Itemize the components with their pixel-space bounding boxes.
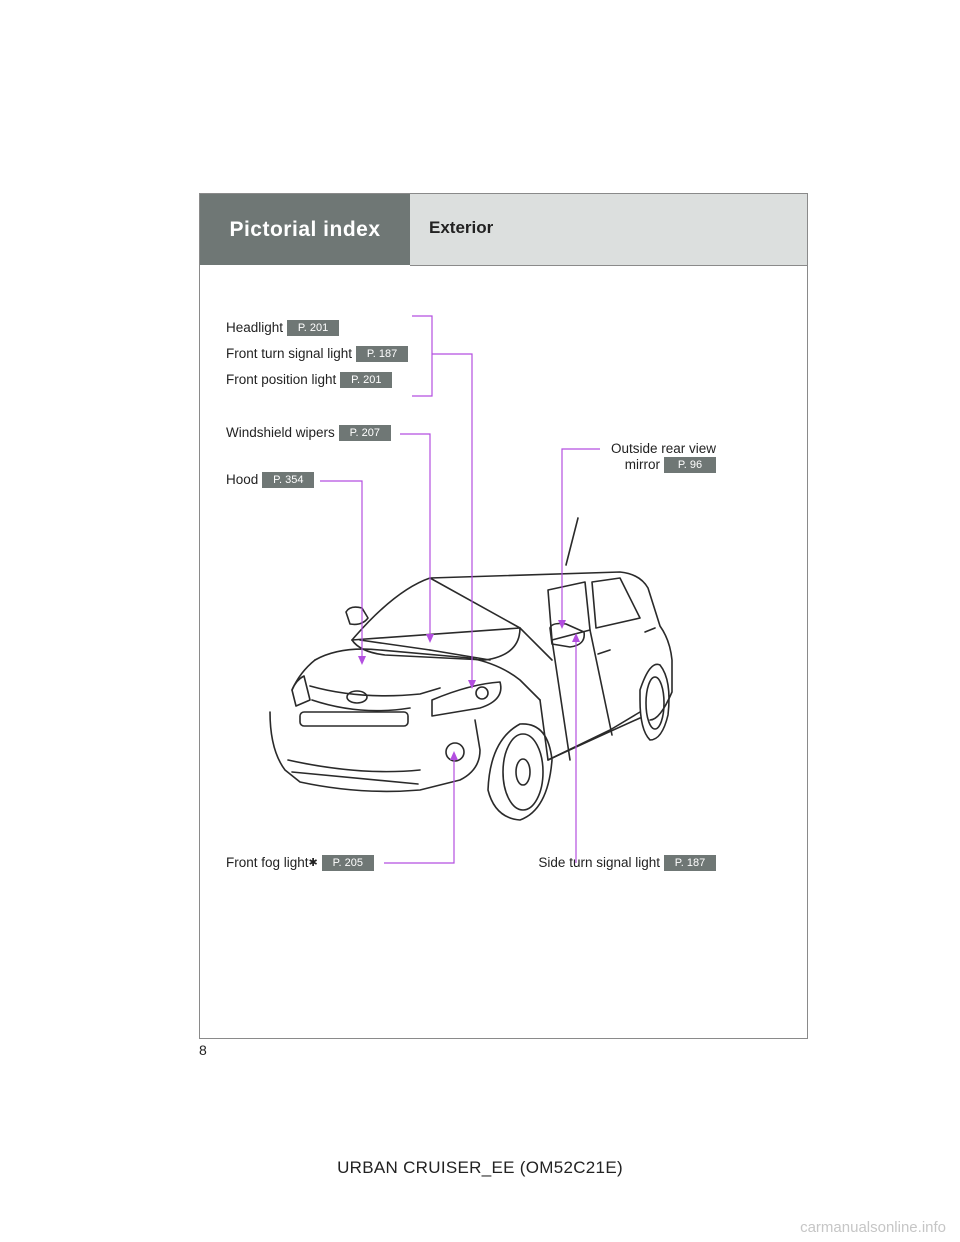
roof-outline [351, 571, 673, 721]
side-turn-signal-page-link[interactable]: P. 187 [664, 855, 716, 871]
fog-light-circle [445, 742, 465, 762]
hood-label: Hood [226, 472, 259, 487]
front-position-page-link[interactable]: P. 201 [340, 372, 393, 388]
outside-mirror-label-line1: Outside rear view [610, 441, 716, 456]
callout-side-turn-signal: Side turn signal light P. 187 [538, 855, 716, 871]
callout-windshield-wipers: Windshield wipers P. 207 [226, 425, 391, 441]
car-drawing [269, 517, 673, 821]
rear-wheel [639, 663, 670, 741]
emblem [346, 690, 368, 704]
hood-leader [320, 480, 363, 662]
leader-arrows [358, 620, 580, 760]
outside-mirror-page-link[interactable]: P. 96 [664, 457, 716, 473]
section-title: Pictorial index [229, 217, 381, 241]
front-turn-signal-page-link[interactable]: P. 187 [356, 346, 409, 362]
outside-mirror-label-line2: mirror [624, 457, 660, 472]
page-frame: Pictorial index Exterior [199, 193, 808, 1039]
wiper-right [429, 649, 491, 661]
watermark: carmanualsonline.info [800, 1219, 946, 1236]
header-bar: Exterior [410, 194, 807, 266]
headlight-leader [432, 353, 473, 686]
windshield-wipers-page-link[interactable]: P. 207 [338, 425, 391, 441]
callout-headlight: Headlight P. 201 [226, 320, 340, 336]
left-headlight [291, 675, 311, 707]
front-turn-signal-label: Front turn signal light [226, 346, 353, 361]
front-bumper [269, 711, 481, 793]
mirror-leader [561, 448, 600, 626]
front-fog-page-link[interactable]: P. 205 [321, 855, 374, 871]
page-number: 8 [199, 1042, 207, 1058]
wiper-left [359, 639, 431, 651]
callout-front-position: Front position light P. 201 [226, 372, 393, 388]
section-tab: Pictorial index [200, 194, 410, 265]
hood-outline [314, 648, 541, 701]
callout-front-fog: Front fog light✱ P. 205 [226, 855, 374, 871]
antenna [565, 517, 579, 566]
hood-page-link[interactable]: P. 354 [262, 472, 315, 488]
asterisk-icon: ✱ [308, 857, 318, 869]
front-fog-label: Front fog light✱ [226, 855, 318, 871]
page-title: Exterior [429, 218, 494, 237]
right-headlight [431, 681, 502, 717]
callout-outside-mirror: Outside rear view mirror P. 96 [611, 440, 716, 473]
front-fog-label-text: Front fog light [226, 855, 309, 870]
front-position-label: Front position light [226, 372, 337, 387]
outside-mirror-row: mirror P. 96 [611, 457, 716, 473]
front-wheel [487, 723, 553, 821]
fog-leader [384, 754, 455, 864]
headlight-page-link[interactable]: P. 201 [287, 320, 340, 336]
headlight-label: Headlight [226, 320, 284, 335]
leader-lines [320, 315, 600, 864]
callout-front-turn-signal: Front turn signal light P. 187 [226, 346, 409, 362]
rear-side-window [591, 577, 641, 629]
headlight-group-bracket [412, 315, 433, 397]
windshield-wipers-label: Windshield wipers [226, 425, 335, 440]
mirror-shape [549, 622, 586, 648]
wipers-leader [400, 433, 431, 640]
document-footer: URBAN CRUISER_EE (OM52C21E) [337, 1158, 623, 1177]
side-turn-signal-label: Side turn signal light [538, 855, 660, 870]
callout-hood: Hood P. 354 [226, 472, 315, 488]
